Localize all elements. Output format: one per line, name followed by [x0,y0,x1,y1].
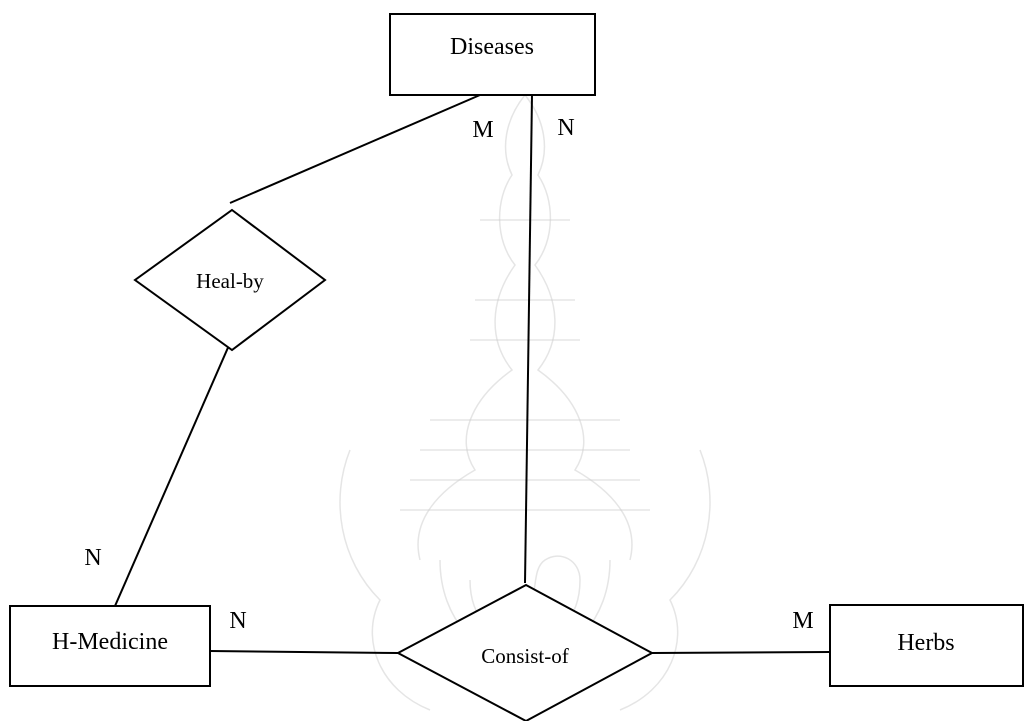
entity-diseases[interactable]: Diseases [389,13,596,96]
relationship-heal-by-label: Heal-by [196,269,264,293]
relationship-consist-of-label: Consist-of [481,644,569,668]
line-consistof-herbs [651,651,831,654]
cardinality-healby-hmedicine: N [84,545,101,571]
entity-h-medicine[interactable]: H-Medicine [9,605,211,687]
entity-herbs-label: Herbs [897,630,954,656]
cardinality-consistof-herbs: M [792,608,813,634]
cardinality-consistof-diseases: N [557,115,574,141]
relationship-consist-of[interactable]: Consist-of [395,583,655,721]
line-diseases-healby [229,94,481,204]
cardinality-healby-diseases: M [472,117,493,143]
entity-diseases-label: Diseases [450,34,534,60]
cardinality-consistof-hmedicine: N [229,608,246,634]
line-hmedicine-consistof [209,650,399,654]
entity-h-medicine-label: H-Medicine [52,629,168,655]
line-healby-hmedicine [114,342,231,607]
line-diseases-consistof [524,94,533,584]
entity-herbs[interactable]: Herbs [829,604,1024,687]
relationship-heal-by[interactable]: Heal-by [133,208,327,352]
watermark-seal [339,94,711,711]
